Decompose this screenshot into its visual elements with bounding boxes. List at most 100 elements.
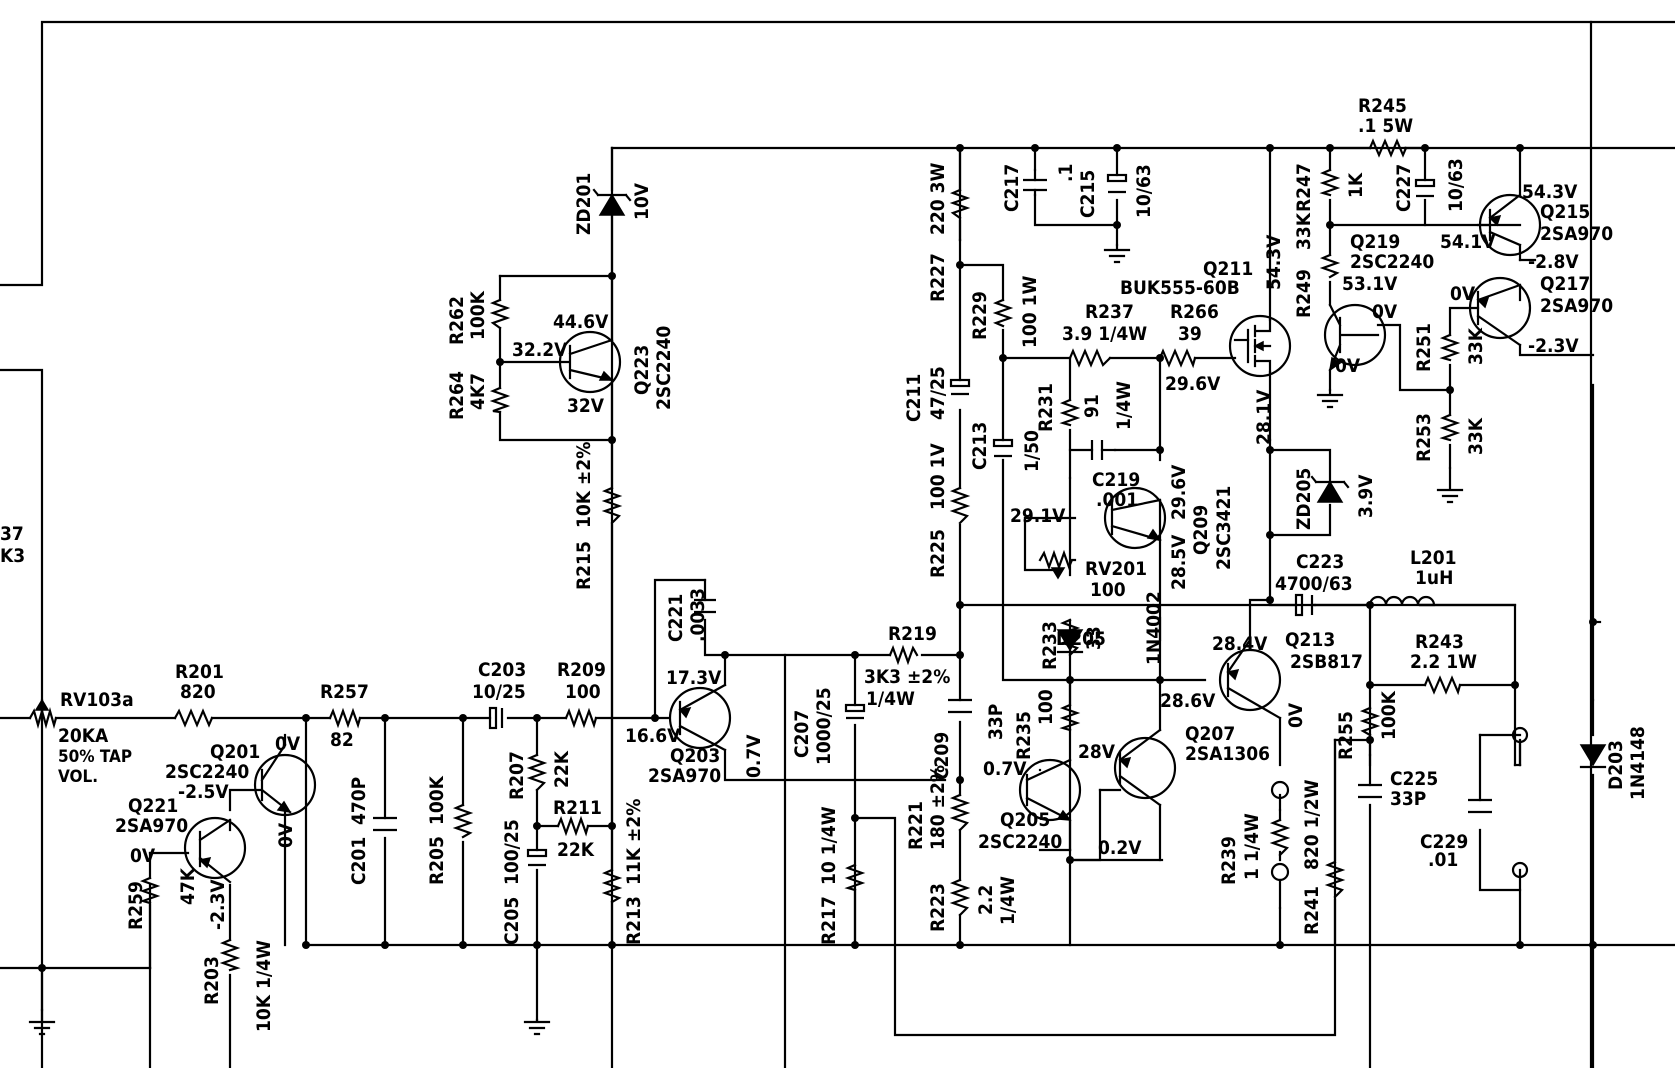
zd201-value: 10V bbox=[631, 182, 653, 220]
d203-diode-icon bbox=[1579, 744, 1607, 769]
zd201-ref: ZD201 bbox=[573, 173, 595, 235]
r257-ref: R257 bbox=[320, 681, 369, 703]
c225-value: 33P bbox=[1390, 788, 1426, 810]
q209-v3: 28.5V bbox=[1168, 534, 1190, 590]
rv201-potentiometer bbox=[1038, 549, 1077, 580]
q219-ref: Q219 bbox=[1350, 231, 1400, 253]
rv103-value: 20KA bbox=[58, 725, 109, 747]
r219-value2: 1/4W bbox=[866, 688, 915, 710]
fragment-label-a: 37 bbox=[0, 523, 24, 545]
c211-value: 47/25 bbox=[927, 366, 949, 420]
r209-ref: R209 bbox=[557, 659, 606, 681]
q213-v3: 0V bbox=[1285, 702, 1307, 728]
c217-value: .1 bbox=[1055, 164, 1077, 182]
r219-value: 3K3 ±2% bbox=[864, 666, 950, 688]
rv201-value: 100 bbox=[1090, 579, 1126, 601]
r229-resistor bbox=[992, 298, 1014, 328]
q201-v1: 0V bbox=[275, 733, 301, 755]
r239-ref: R239 bbox=[1218, 836, 1240, 885]
q203-type: 2SA970 bbox=[648, 765, 721, 787]
c225-capacitor bbox=[1358, 783, 1382, 799]
d203-type: 1N4148 bbox=[1627, 726, 1649, 800]
c209-capacitor bbox=[948, 698, 972, 714]
zd205-value: 3.9V bbox=[1355, 474, 1377, 518]
c203-capacitor bbox=[488, 706, 504, 730]
q215-ref: Q215 bbox=[1540, 201, 1590, 223]
q217-v2: -2.3V bbox=[1528, 335, 1579, 357]
c217-ref: C217 bbox=[1001, 164, 1023, 212]
c227-ref: C227 bbox=[1393, 164, 1415, 212]
r259-ref: R259 bbox=[125, 881, 147, 930]
r257-resistor bbox=[328, 707, 362, 729]
ground-symbol bbox=[523, 1018, 551, 1036]
r262-resistor bbox=[489, 298, 511, 330]
d205-ref: D205 bbox=[1056, 628, 1106, 650]
r215-resistor bbox=[601, 486, 623, 525]
r205-ref: R205 bbox=[426, 836, 448, 885]
c205-capacitor bbox=[526, 848, 548, 867]
r266-ref: R266 bbox=[1170, 301, 1219, 323]
q203-transistor-icon bbox=[668, 683, 732, 752]
r253-resistor bbox=[1439, 413, 1461, 442]
ground-symbols bbox=[28, 243, 1464, 1036]
c229-ref: C229 bbox=[1420, 831, 1468, 853]
q219-v1: 53.1V bbox=[1342, 273, 1398, 295]
r215-ref: R215 bbox=[573, 541, 595, 590]
q209-type: 2SC3421 bbox=[1213, 486, 1235, 570]
c207-ref: C207 bbox=[791, 710, 813, 758]
c211-ref: C211 bbox=[903, 374, 925, 422]
q203-v2: 16.6V bbox=[625, 725, 681, 747]
ground-symbol bbox=[1316, 388, 1344, 409]
r227-value: 220 3W bbox=[927, 162, 949, 235]
r219-ref: R219 bbox=[888, 623, 937, 645]
r231-value2: 1/4W bbox=[1113, 381, 1135, 430]
q201-ref: Q201 bbox=[210, 741, 260, 763]
q203-ref: Q203 bbox=[670, 745, 720, 767]
c213-capacitor bbox=[992, 438, 1014, 458]
r225-ref: R225 bbox=[927, 529, 949, 578]
r211-ref: R211 bbox=[553, 797, 602, 819]
r255-resistor bbox=[1359, 706, 1381, 737]
ground-symbol bbox=[1103, 243, 1131, 264]
r237-value: 3.9 1/4W bbox=[1062, 323, 1147, 345]
r223-value2: 1/4W bbox=[997, 876, 1019, 925]
c201-capacitor bbox=[373, 816, 397, 832]
r259-resistor bbox=[139, 876, 161, 905]
r207-value: 22K bbox=[551, 750, 573, 788]
r221-ref: R221 bbox=[905, 801, 927, 850]
q223-ref: Q223 bbox=[631, 345, 653, 395]
q213-transistor-icon bbox=[1218, 638, 1282, 720]
r247-value: 1K bbox=[1345, 172, 1367, 198]
r262-ref: R262 bbox=[446, 296, 468, 345]
c215-value: 10/63 bbox=[1133, 164, 1155, 218]
q219-v3: 0V bbox=[1335, 355, 1361, 377]
rv103-ref: RV103a bbox=[60, 689, 134, 711]
q215-v1: 54.3V bbox=[1522, 181, 1578, 203]
rv201-ref: RV201 bbox=[1085, 558, 1147, 580]
l201-inductor-icon bbox=[1368, 595, 1436, 607]
r235-value: 100 bbox=[1035, 689, 1057, 725]
r253-ref: R253 bbox=[1413, 413, 1435, 462]
r266-resistor bbox=[1158, 348, 1197, 369]
q221-ref: Q221 bbox=[128, 795, 178, 817]
r229-ref: R229 bbox=[969, 291, 991, 340]
d203-ref: D203 bbox=[1605, 740, 1627, 790]
r243-value: 2.2 1W bbox=[1410, 651, 1477, 673]
r233-ref: R233 bbox=[1039, 621, 1061, 670]
r247-resistor bbox=[1319, 168, 1341, 197]
c215-ref: C215 bbox=[1077, 170, 1099, 218]
r215-value: 10K ±2% bbox=[573, 442, 595, 528]
r239-value: 1 1/4W bbox=[1241, 813, 1263, 880]
rv103-note2: VOL. bbox=[58, 767, 98, 787]
r225-resistor bbox=[949, 486, 971, 525]
c207-value: 1000/25 bbox=[813, 687, 835, 765]
r231-resistor bbox=[1059, 398, 1081, 427]
q215-type: 2SA970 bbox=[1540, 223, 1613, 245]
r245-ref: R245 bbox=[1358, 95, 1407, 117]
q209-ref: Q209 bbox=[1190, 505, 1212, 555]
r237-resistor bbox=[1068, 348, 1112, 368]
speaker-terminals[interactable] bbox=[1511, 726, 1529, 879]
q209-v1: 29.1V bbox=[1010, 505, 1066, 527]
r207-ref: R207 bbox=[506, 751, 528, 800]
